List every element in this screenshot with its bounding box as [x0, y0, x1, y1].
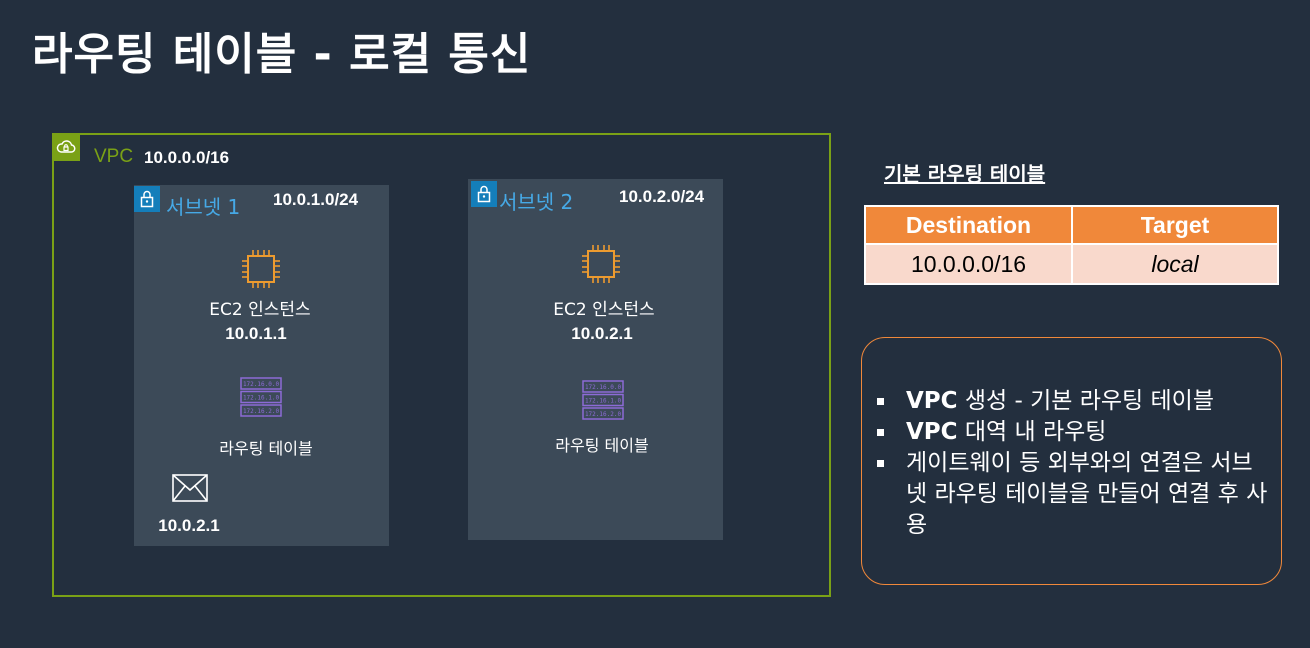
- svg-text:172.16.0.0: 172.16.0.0: [585, 384, 622, 391]
- ec2-chip-icon: [240, 248, 282, 294]
- note-text: 게이트웨이 등 외부와의 연결은 서브넷 라우팅 테이블을 만들어 연결 후 사…: [906, 450, 1268, 538]
- route-table-label: 라우팅 테이블: [555, 436, 649, 455]
- list-item: 게이트웨이 등 외부와의 연결은 서브넷 라우팅 테이블을 만들어 연결 후 사…: [876, 448, 1273, 541]
- page-title: 라우팅 테이블 - 로컬 통신: [32, 29, 532, 80]
- ec2-ip: 10.0.1.1: [225, 324, 287, 343]
- notes-box: VPC 생성 - 기본 라우팅 테이블 VPC 대역 내 라우팅 게이트웨이 등…: [861, 337, 1282, 585]
- note-text: 생성 - 기본 라우팅 테이블: [957, 388, 1215, 414]
- packet-destination-ip: 10.0.2.1: [158, 516, 220, 535]
- route-table-label: 라우팅 테이블: [219, 439, 313, 458]
- subnet-1: [134, 185, 389, 546]
- route-table-icon: 172.16.0.0 172.16.1.0 172.16.2.0: [240, 376, 282, 422]
- table-row: 10.0.0.0/16 local: [864, 243, 1279, 285]
- note-bold: VPC: [906, 388, 958, 414]
- svg-text:172.16.1.0: 172.16.1.0: [585, 398, 622, 405]
- svg-text:172.16.1.0: 172.16.1.0: [243, 395, 280, 402]
- list-item: VPC 생성 - 기본 라우팅 테이블: [876, 386, 1273, 417]
- column-header-destination: Destination: [864, 205, 1073, 245]
- subnet-2: [468, 179, 723, 540]
- svg-text:172.16.2.0: 172.16.2.0: [243, 408, 280, 415]
- ec2-label: EC2 인스턴스: [553, 300, 655, 320]
- vpc-container: [52, 133, 831, 597]
- route-table: Destination Target 10.0.0.0/16 local: [864, 205, 1279, 285]
- table-header-row: Destination Target: [864, 205, 1279, 245]
- vpc-cloud-icon: [52, 133, 80, 161]
- notes-list: VPC 생성 - 기본 라우팅 테이블 VPC 대역 내 라우팅 게이트웨이 등…: [876, 386, 1273, 541]
- svg-text:172.16.2.0: 172.16.2.0: [585, 411, 622, 418]
- note-bold: VPC: [906, 419, 958, 445]
- list-item: VPC 대역 내 라우팅: [876, 417, 1273, 448]
- lock-icon: [471, 181, 497, 207]
- note-text: 대역 내 라우팅: [957, 419, 1107, 445]
- vpc-cidr: 10.0.0.0/16: [144, 148, 230, 167]
- ec2-ip: 10.0.2.1: [571, 324, 633, 343]
- subnet-cidr: 10.0.1.0/24: [273, 190, 359, 209]
- cell-target: local: [1071, 243, 1279, 285]
- ec2-chip-icon: [580, 243, 622, 289]
- lock-icon: [134, 186, 160, 212]
- vpc-label: VPC: [94, 146, 134, 167]
- cell-destination: 10.0.0.0/16: [864, 243, 1073, 285]
- column-header-target: Target: [1071, 205, 1279, 245]
- subnet-cidr: 10.0.2.0/24: [619, 187, 705, 206]
- route-table-icon: 172.16.0.0 172.16.1.0 172.16.2.0: [582, 379, 624, 425]
- envelope-icon: [172, 474, 208, 506]
- svg-text:172.16.0.0: 172.16.0.0: [243, 381, 280, 388]
- subnet-name: 서브넷 2: [499, 190, 574, 214]
- route-table-title: 기본 라우팅 테이블: [884, 162, 1046, 186]
- subnet-name: 서브넷 1: [166, 195, 241, 219]
- ec2-label: EC2 인스턴스: [209, 300, 311, 320]
